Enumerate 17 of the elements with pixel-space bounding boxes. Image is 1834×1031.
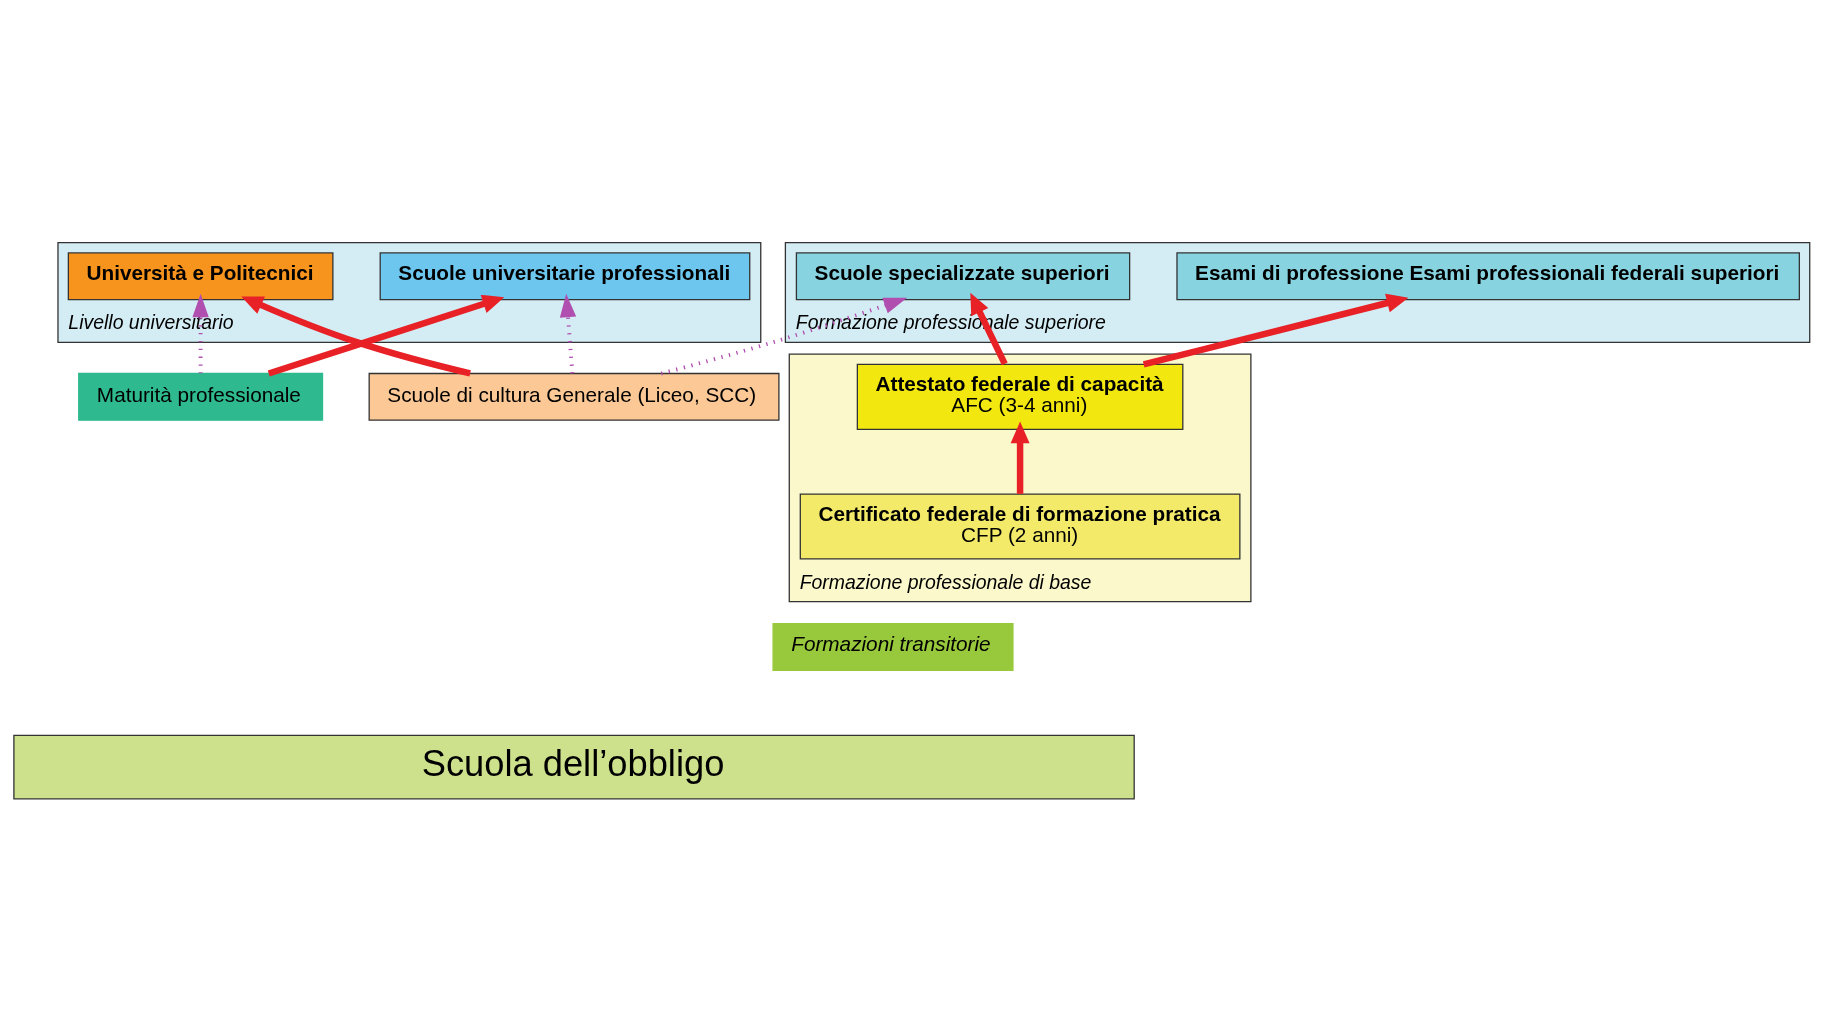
node-box: Maturità professionale	[78, 372, 324, 421]
node-box: Scuole specializzate superiori	[795, 252, 1131, 301]
node-box: Università e Politecnici	[67, 252, 334, 301]
arrow	[192, 293, 209, 374]
arrow	[559, 293, 577, 374]
node-box: Scuola dell’obbligo	[13, 734, 1135, 800]
node-box: Scuole di cultura Generale (Liceo, SCC)	[368, 372, 780, 421]
node-box: Formazioni transitorie	[772, 623, 1014, 672]
node-box: Certificato federale di formazione pratica CFP (2 anni)	[799, 493, 1241, 560]
node-box: Attestato federale di capacità AFC (3-4 anni)	[856, 363, 1184, 430]
arrow	[267, 294, 505, 377]
arrow	[1010, 421, 1030, 494]
node-box: Esami di professione Esami professionali federali superiori	[1176, 252, 1800, 301]
node-box: Scuole universitarie professionali	[379, 252, 751, 301]
arrow	[970, 292, 1008, 366]
arrow	[660, 297, 908, 376]
arrow	[1142, 293, 1409, 368]
